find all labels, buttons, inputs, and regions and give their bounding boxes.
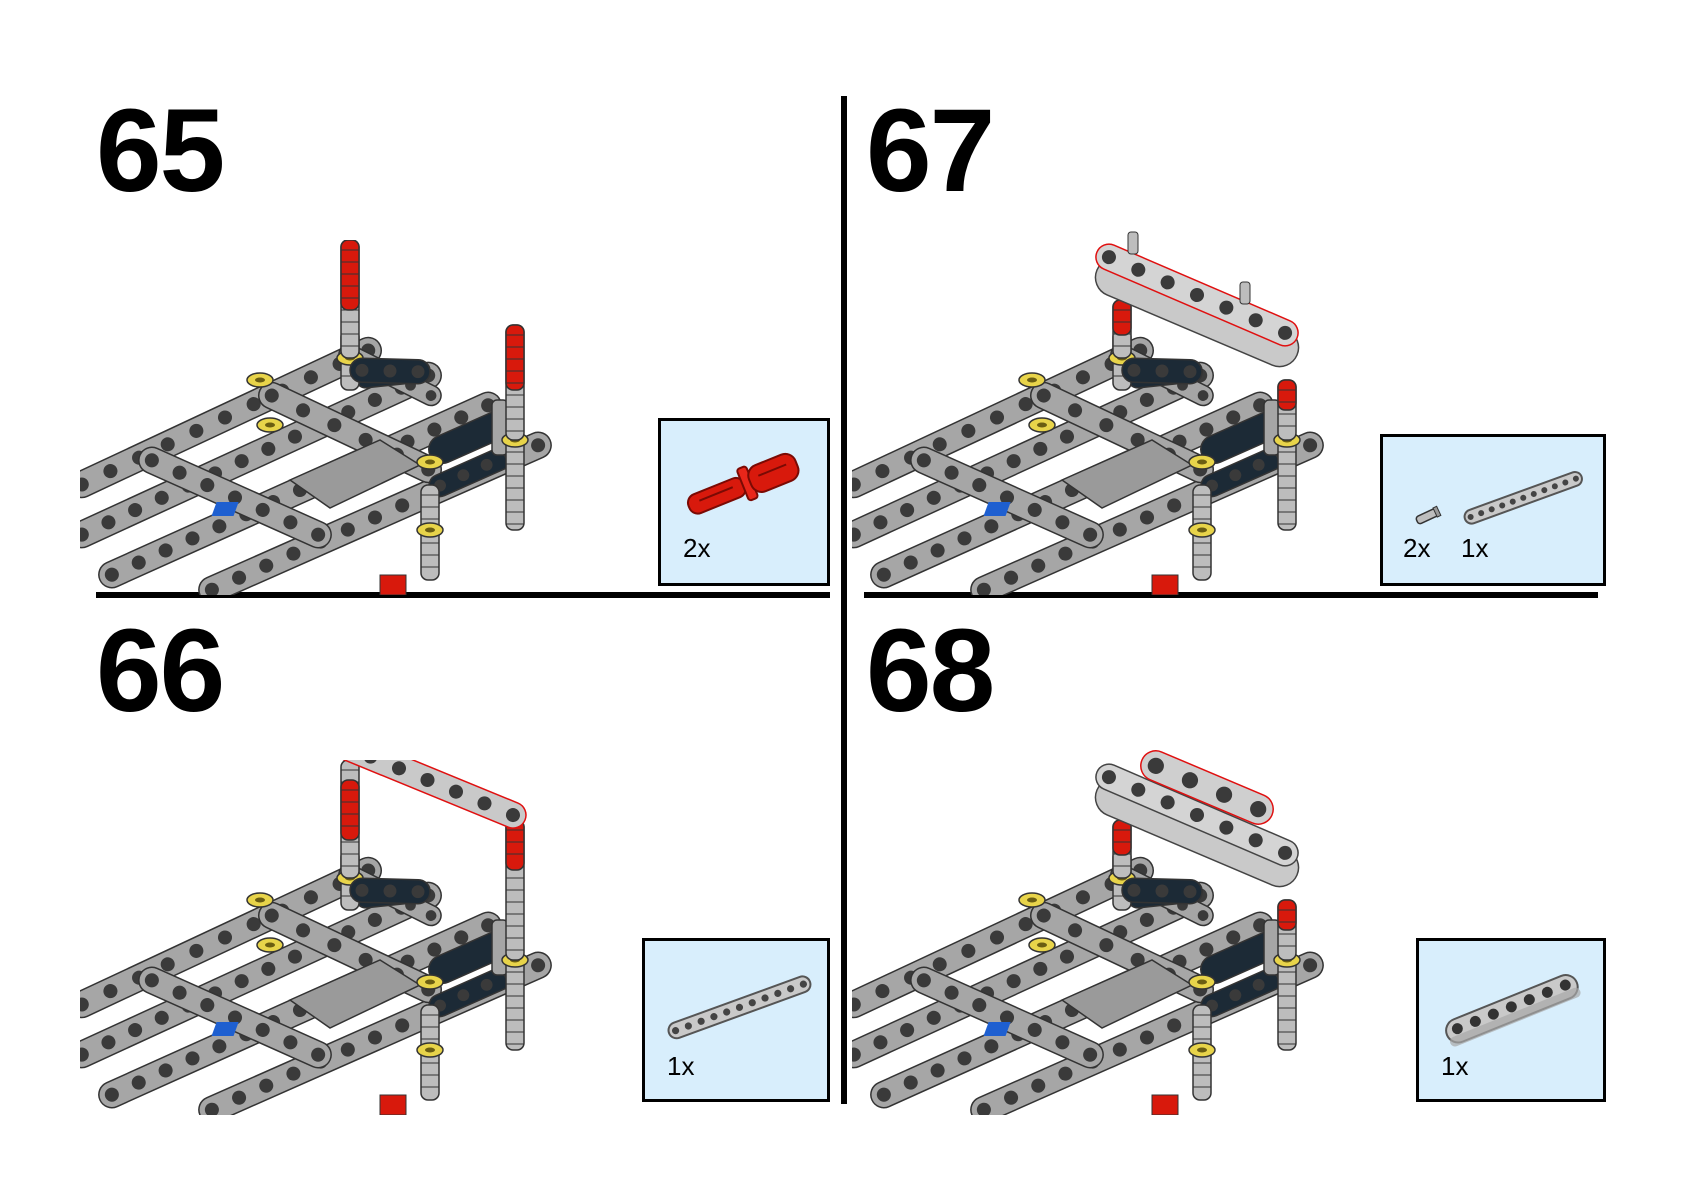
technic-frame-illustration bbox=[852, 750, 1324, 1115]
parts-callout: 2x bbox=[658, 418, 830, 586]
part-quantity: 2x bbox=[683, 533, 711, 563]
vertical-divider bbox=[841, 96, 847, 1104]
gray-liftarm-11-icon bbox=[1463, 470, 1583, 525]
step-number: 68 bbox=[866, 605, 995, 737]
step-number: 66 bbox=[96, 605, 225, 737]
gray-thick-liftarm-7-icon bbox=[1445, 974, 1581, 1047]
model-illustration bbox=[80, 760, 640, 1115]
technic-frame-illustration bbox=[80, 240, 552, 595]
gray-axle-pin-icon bbox=[1415, 470, 1583, 525]
red-long-pin-icon bbox=[686, 452, 800, 515]
part-quantity: 1x bbox=[1461, 533, 1489, 563]
parts-callout: 2x 1x bbox=[1380, 434, 1606, 586]
model-illustration bbox=[852, 230, 1412, 595]
horizontal-divider-left bbox=[96, 592, 830, 598]
part-quantity: 1x bbox=[1441, 1051, 1469, 1081]
model-illustration bbox=[852, 750, 1412, 1115]
model-illustration bbox=[80, 240, 640, 595]
part-quantity: 2x bbox=[1403, 533, 1431, 563]
part-quantity: 1x bbox=[667, 1051, 695, 1081]
technic-frame-illustration bbox=[852, 231, 1324, 595]
step-number: 67 bbox=[866, 85, 995, 217]
gray-liftarm-11-icon bbox=[667, 975, 812, 1040]
parts-callout: 1x bbox=[642, 938, 830, 1102]
technic-frame-illustration bbox=[80, 760, 552, 1115]
parts-callout: 1x bbox=[1416, 938, 1606, 1102]
step-number: 65 bbox=[96, 85, 225, 217]
horizontal-divider-right bbox=[864, 592, 1598, 598]
